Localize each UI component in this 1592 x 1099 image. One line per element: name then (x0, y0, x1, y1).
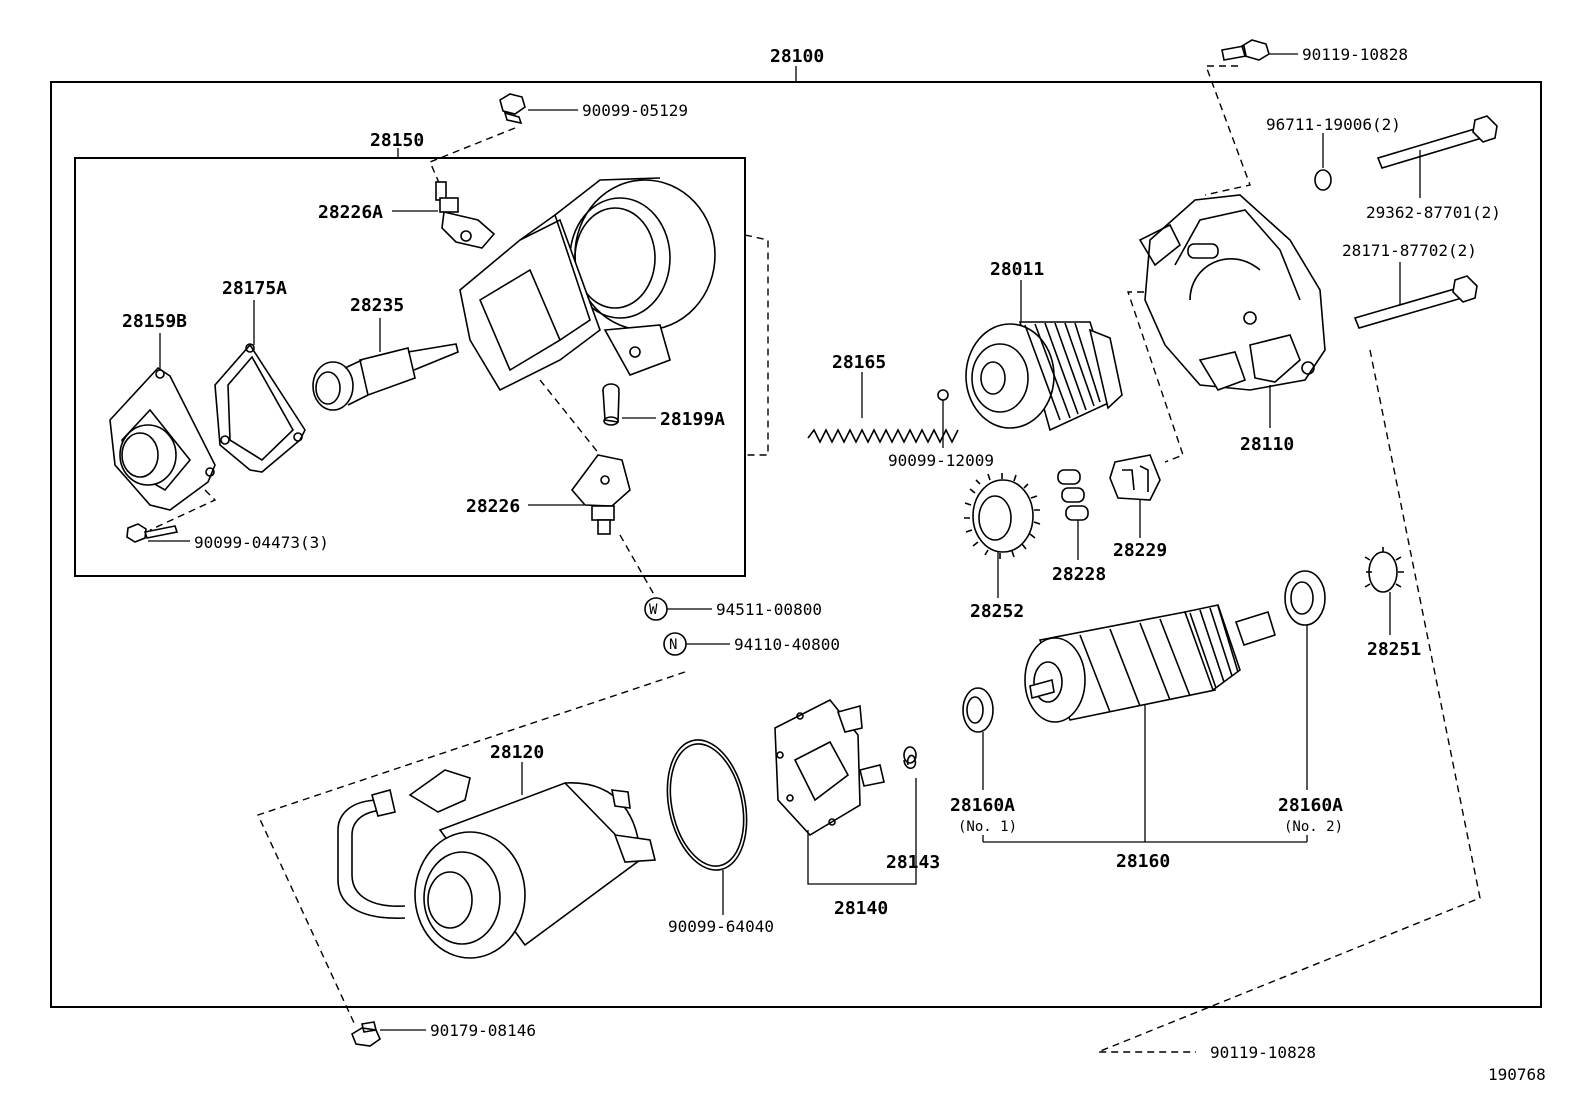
label-94110-40800: 94110-40800 (734, 635, 840, 654)
label-28171-87702: 28171-87702(2) (1342, 241, 1477, 260)
label-28143: 28143 (886, 852, 940, 873)
ball-90099-12009 (937, 389, 949, 401)
label-28199a: 28199A (660, 409, 725, 430)
label-28120: 28120 (490, 742, 544, 763)
sub-assembly-frame (74, 157, 746, 577)
label-28226: 28226 (466, 496, 520, 517)
label-sub-assembly: 28150 (370, 130, 424, 151)
terminal-28226 (570, 454, 631, 535)
bolt-90099-04473 (126, 523, 179, 543)
label-90099-04473: 90099-04473(3) (194, 533, 329, 552)
housing-28110 (1138, 194, 1326, 391)
label-90179-08146: 90179-08146 (430, 1021, 536, 1040)
label-28110: 28110 (1240, 434, 1294, 455)
label-28235: 28235 (350, 295, 404, 316)
motor-28120 (337, 769, 657, 959)
rollers-28228 (1057, 469, 1089, 521)
label-28011: 28011 (990, 259, 1044, 280)
armature-28160 (1024, 604, 1276, 723)
retainer-28229 (1109, 454, 1161, 501)
spring-28165 (807, 428, 959, 444)
starter-housing (459, 177, 716, 392)
label-28160a-no2-sub: (No. 2) (1284, 819, 1343, 835)
bolt-90179-08146 (351, 1021, 381, 1047)
label-28159b: 28159B (122, 311, 187, 332)
label-28140: 28140 (834, 898, 888, 919)
label-90119-10828-top: 90119-10828 (1302, 45, 1408, 64)
label-28229: 28229 (1113, 540, 1167, 561)
gear-28252 (964, 473, 1041, 559)
label-28175a: 28175A (222, 278, 287, 299)
label-assembly: 28100 (770, 46, 824, 67)
label-90099-05129: 90099-05129 (582, 101, 688, 120)
bolt-28171-87702 (1353, 275, 1478, 329)
label-28251: 28251 (1367, 639, 1421, 660)
bearing-28160a-no2 (1284, 570, 1326, 626)
label-28252: 28252 (970, 601, 1024, 622)
contact-28199a (602, 383, 620, 426)
bolt-90119-10828-top (1221, 39, 1270, 61)
label-w-letter: W (649, 602, 658, 618)
label-28160a-no1-sub: (No. 1) (958, 819, 1017, 835)
gear-28251 (1364, 547, 1404, 593)
label-90099-64040: 90099-64040 (668, 917, 774, 936)
label-28160a-no1: 28160A (950, 795, 1015, 816)
label-28228: 28228 (1052, 564, 1106, 585)
label-28165: 28165 (832, 352, 886, 373)
label-94511-00800: 94511-00800 (716, 600, 822, 619)
washer-96711-19006 (1314, 169, 1332, 191)
label-90099-12009: 90099-12009 (888, 451, 994, 470)
label-28160a-no2: 28160A (1278, 795, 1343, 816)
spring-28143 (903, 746, 917, 770)
bearing-28160a-no1 (962, 687, 994, 733)
label-n-letter: N (669, 637, 677, 653)
brush-holder-28140 (774, 698, 885, 837)
label-96711-19006: 96711-19006(2) (1266, 115, 1401, 134)
terminal-bolt-28226a (435, 181, 496, 249)
label-28226a: 28226A (318, 202, 383, 223)
o-ring-90099-64040 (666, 739, 748, 871)
label-90119-10828-bottom: 90119-10828 (1210, 1043, 1316, 1062)
label-28160: 28160 (1116, 851, 1170, 872)
plunger-28235 (312, 343, 459, 411)
clutch-28011 (965, 321, 1123, 432)
gasket-28175a (214, 343, 306, 473)
cover-28159b (109, 366, 216, 511)
label-29362-87701: 29362-87701(2) (1366, 203, 1501, 222)
figure-number: 190768 (1488, 1065, 1546, 1084)
bolt-29362-87701 (1376, 115, 1498, 169)
bolt-90099-05129 (499, 93, 526, 125)
